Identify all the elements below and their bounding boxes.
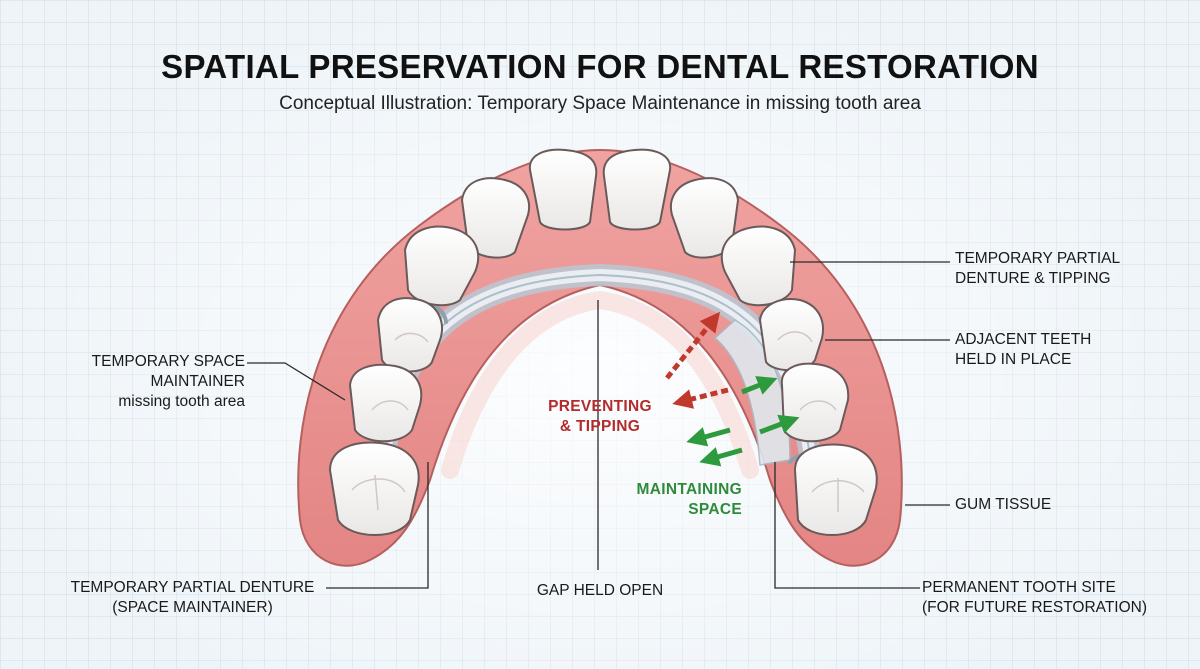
page-subtitle: Conceptual Illustration: Temporary Space… bbox=[279, 93, 921, 114]
tooth-molar-left bbox=[328, 441, 420, 536]
label-permanent-tooth-site: PERMANENT TOOTH SITE (FOR FUTURE RESTORA… bbox=[922, 579, 1148, 616]
label-temporary-partial-denture-tipping: TEMPORARY PARTIAL DENTURE & TIPPING bbox=[955, 250, 1121, 287]
palate bbox=[441, 290, 759, 479]
red-arrow-1 bbox=[665, 311, 720, 380]
tooth-canine-right bbox=[720, 225, 797, 307]
green-arrow-2 bbox=[759, 414, 800, 435]
label-gum-tissue: GUM TISSUE bbox=[955, 496, 1052, 513]
tooth-premolar-left-1 bbox=[376, 297, 443, 373]
red-arrow-2 bbox=[672, 387, 729, 409]
label-temporary-space-maintainer: TEMPORARY SPACE MAINTAINER missing tooth… bbox=[91, 353, 245, 410]
tooth-premolar-right-1 bbox=[758, 298, 824, 371]
label-adjacent-teeth: ADJACENT TEETH HELD IN PLACE bbox=[955, 331, 1092, 368]
label-preventing-tipping: PREVENTING & TIPPING bbox=[548, 398, 652, 435]
tooth-premolar-right-2 bbox=[780, 362, 850, 443]
page-title: SPATIAL PRESERVATION FOR DENTAL RESTORAT… bbox=[161, 48, 1039, 85]
tooth-lateral-right bbox=[670, 177, 740, 259]
green-arrow-1 bbox=[741, 376, 778, 395]
maintaining-arrows bbox=[686, 376, 800, 467]
callout-lines bbox=[247, 261, 950, 589]
label-temporary-partial-denture: TEMPORARY PARTIAL DENTURE (SPACE MAINTAI… bbox=[70, 579, 315, 616]
preventing-arrows bbox=[665, 311, 729, 409]
tooth-incisor-2 bbox=[602, 148, 672, 231]
tooth-lateral-left bbox=[460, 177, 530, 259]
tooth-premolar-left-2 bbox=[348, 363, 423, 443]
tooth-molar-right bbox=[793, 443, 878, 536]
green-arrow-4 bbox=[699, 447, 743, 467]
green-arrow-3 bbox=[686, 427, 731, 447]
label-maintaining-space: MAINTAINING SPACE bbox=[636, 481, 742, 518]
teeth bbox=[328, 148, 878, 536]
tooth-details bbox=[351, 331, 865, 512]
label-gap-held-open: GAP HELD OPEN bbox=[536, 582, 664, 599]
tooth-incisor-1 bbox=[528, 148, 598, 231]
